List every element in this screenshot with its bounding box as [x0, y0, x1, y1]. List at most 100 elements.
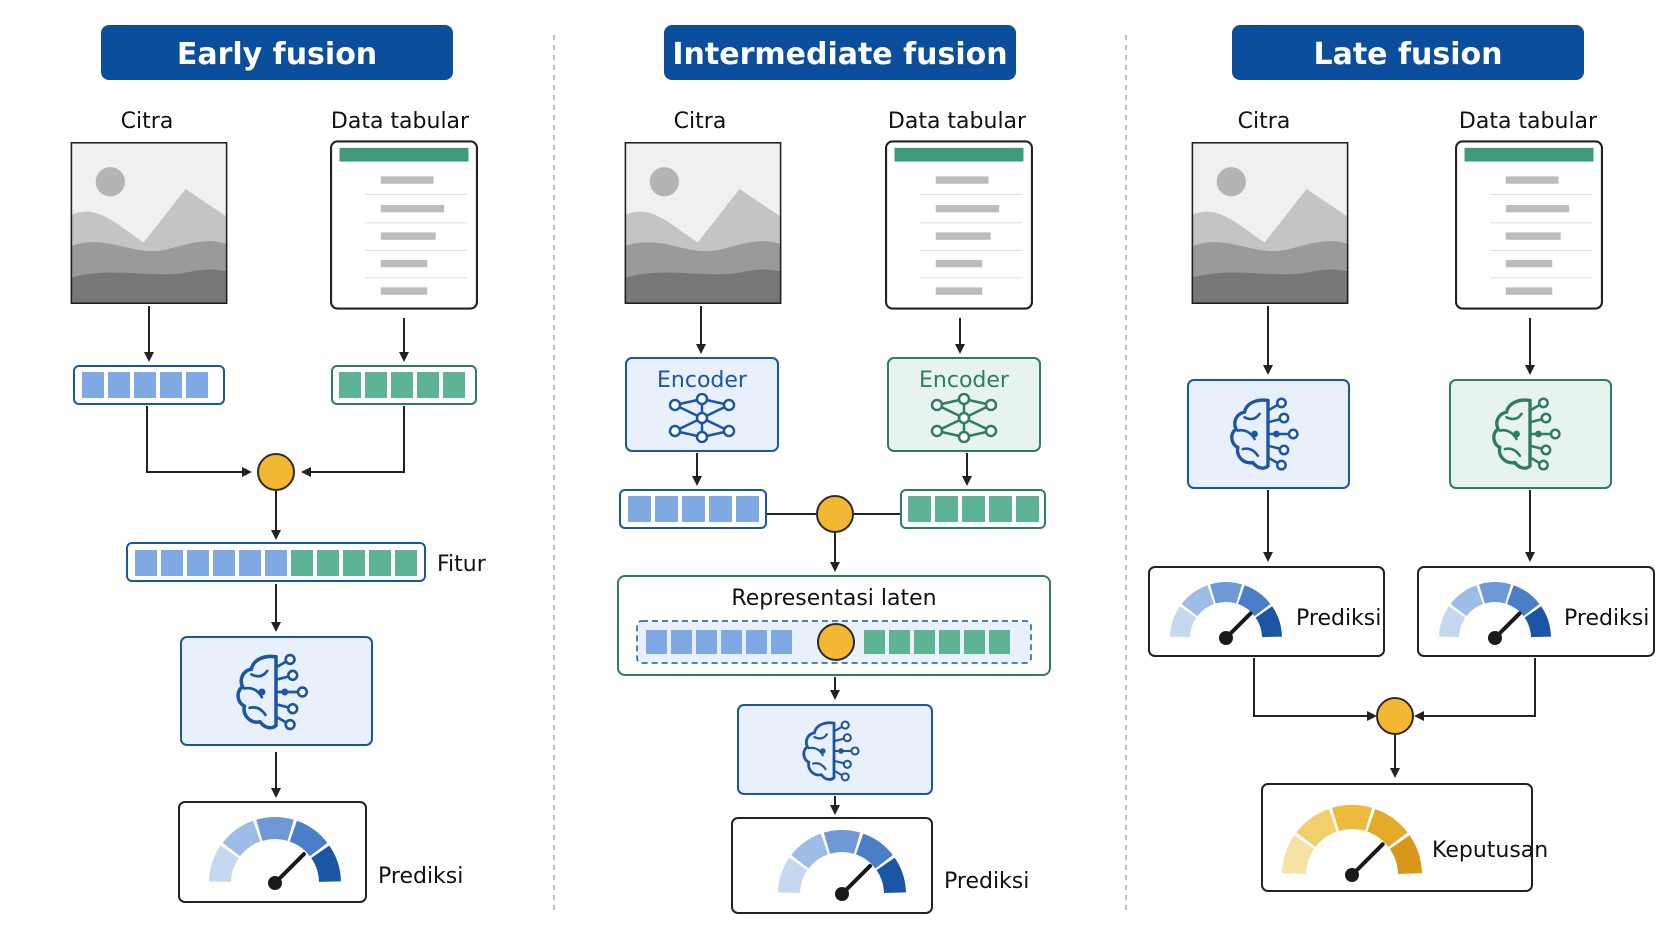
feature-cell	[671, 630, 692, 654]
gauge-segment	[1170, 606, 1197, 638]
gauge-hub	[1488, 631, 1502, 645]
intermediate-image-label: Citra	[674, 109, 727, 134]
feature-cell	[160, 372, 182, 398]
early-model-box	[180, 636, 373, 746]
feature-cell	[186, 372, 208, 398]
gauge-segment	[1439, 606, 1466, 638]
feature-cell	[391, 372, 413, 398]
gauge-segment	[823, 830, 861, 854]
late-table-label: Data tabular	[1459, 109, 1598, 134]
feature-cell	[889, 630, 910, 654]
gauge-hub	[1219, 631, 1233, 645]
intermediate-table-encoder: Encoder	[887, 357, 1041, 452]
intermediate-fusion-title-bar	[664, 25, 1016, 80]
early-table-label: Data tabular	[331, 109, 470, 134]
gauge-segment	[1389, 835, 1422, 874]
feature-cell	[213, 550, 235, 576]
gauge-segment	[1450, 585, 1484, 617]
late-table-prediction-label: Prediksi	[1564, 606, 1649, 631]
latent-representation-box: Representasi laten	[617, 575, 1051, 676]
gauge-icon	[1439, 582, 1551, 645]
feature-cell	[187, 550, 209, 576]
late-image-label: Citra	[1238, 109, 1291, 134]
gauge-icon	[778, 830, 906, 901]
gauge-segment	[209, 845, 239, 882]
early-fusion-panel: Early fusion Citra Data tabular Fitur	[70, 25, 487, 903]
feature-cell	[339, 372, 361, 398]
gauge-segment	[289, 820, 328, 857]
feature-cell	[365, 372, 387, 398]
feature-cell	[736, 496, 759, 522]
feature-cell	[628, 496, 651, 522]
early-fusion-title-bar	[101, 25, 453, 80]
late-fusion-title: Late fusion	[1313, 37, 1502, 72]
feature-cell	[771, 630, 792, 654]
gauge-icon	[1282, 805, 1422, 882]
feature-cell	[161, 550, 183, 576]
gauge-segment	[1296, 808, 1337, 848]
gauge-needle	[1350, 842, 1385, 877]
intermediate-image-icon	[624, 142, 782, 304]
intermediate-image-encoder: Encoder	[625, 357, 779, 452]
latent-representation-label: Representasi laten	[731, 586, 936, 611]
intermediate-fusion-node	[816, 495, 854, 533]
late-image-icon	[1191, 142, 1349, 304]
late-image-prediction-label: Prediksi	[1296, 606, 1381, 631]
gauge-segment	[256, 817, 294, 841]
gauge-segment	[1282, 835, 1315, 874]
gauge-segment	[1255, 606, 1282, 638]
gauge-segment	[1506, 585, 1540, 617]
late-image-model-box	[1187, 379, 1350, 489]
late-table-icon	[1455, 140, 1603, 310]
gauge-segment	[1237, 585, 1271, 617]
early-image-icon	[70, 142, 228, 304]
early-prediction-label: Prediksi	[378, 864, 463, 889]
gauge-segment	[876, 857, 906, 893]
early-features-label: Fitur	[437, 552, 487, 577]
late-fusion-title-bar	[1232, 25, 1584, 80]
gauge-segment	[222, 820, 261, 857]
late-table-model-box	[1449, 379, 1612, 489]
intermediate-image-encoder-label: Encoder	[657, 368, 748, 393]
feature-cell	[135, 550, 157, 576]
gauge-segment	[1367, 808, 1408, 848]
early-fusion-title: Early fusion	[177, 37, 377, 72]
feature-cell	[646, 630, 667, 654]
late-fusion-panel: Late fusion Citra Data tabular Prediksi …	[1148, 25, 1655, 892]
intermediate-fusion-panel: Intermediate fusion Citra Data tabular E…	[617, 25, 1051, 914]
feature-cell	[964, 630, 985, 654]
early-table-icon	[330, 140, 478, 310]
feature-cell	[746, 630, 767, 654]
feature-cell	[682, 496, 705, 522]
feature-cell	[696, 630, 717, 654]
intermediate-table-encoder-label: Encoder	[919, 368, 1010, 393]
feature-cell	[989, 496, 1012, 522]
gauge-segment	[1479, 582, 1511, 604]
gauge-segment	[1210, 582, 1242, 604]
late-fusion-node	[1376, 697, 1414, 735]
intermediate-table-embedding	[900, 489, 1046, 529]
feature-cell	[395, 550, 417, 576]
gauge-segment	[1332, 805, 1372, 831]
early-fusion-node	[257, 453, 295, 491]
feature-cell	[864, 630, 885, 654]
intermediate-image-embedding	[619, 489, 767, 529]
gauge-hub	[835, 887, 849, 901]
feature-cell	[417, 372, 439, 398]
intermediate-prediction-label: Prediksi	[944, 869, 1029, 894]
gauge-segment	[1524, 606, 1551, 638]
intermediate-fusion-title: Intermediate fusion	[672, 37, 1007, 72]
feature-cell	[962, 496, 985, 522]
feature-cell	[914, 630, 935, 654]
intermediate-model-box	[737, 704, 933, 795]
feature-cell	[134, 372, 156, 398]
gauge-icon	[1170, 582, 1282, 645]
gauge-hub	[268, 876, 282, 890]
early-image-label: Citra	[121, 109, 174, 134]
intermediate-table-icon	[885, 140, 1033, 310]
feature-cell	[709, 496, 732, 522]
gauge-segment	[311, 845, 341, 882]
gauge-segment	[855, 833, 893, 869]
feature-cell	[989, 630, 1010, 654]
feature-cell	[369, 550, 391, 576]
